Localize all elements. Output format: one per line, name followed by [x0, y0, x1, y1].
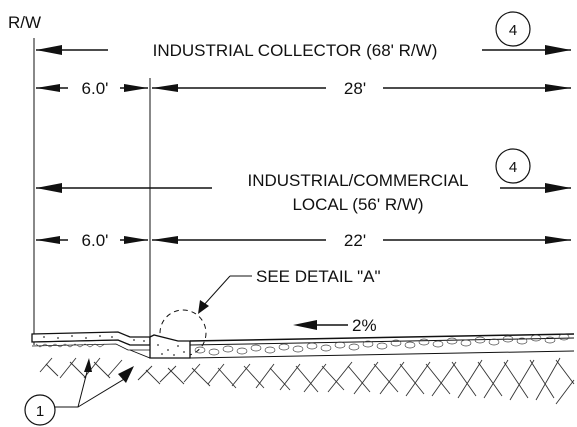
slope-label: 2% [352, 316, 377, 335]
slope-arrow [293, 320, 348, 330]
collector-road-dimension [152, 84, 571, 92]
collector-label: INDUSTRIAL COLLECTOR (68' R/W) [153, 41, 438, 60]
collector-sidewalk-dimension [36, 84, 148, 92]
collector-sidewalk-width: 6.0' [82, 79, 109, 98]
local-label-line2: LOCAL (56' R/W) [292, 195, 423, 214]
sidewalk-section [31, 331, 151, 351]
see-detail-leader [198, 275, 252, 314]
svg-text:4: 4 [509, 22, 517, 39]
collector-dimension [36, 45, 571, 55]
detail-a-circle [159, 309, 207, 357]
svg-text:4: 4 [509, 159, 517, 176]
note-callout-4-top: 4 [495, 11, 531, 47]
rw-label: R/W [8, 13, 41, 32]
local-sidewalk-width: 6.0' [82, 231, 109, 250]
local-label-line1: INDUSTRIAL/COMMERCIAL [247, 171, 468, 190]
local-road-dimension [152, 236, 571, 244]
note-callout-4-mid: 4 [495, 148, 531, 184]
local-dimension [36, 183, 571, 193]
local-sidewalk-dimension [36, 236, 148, 244]
note-callout-1: 1 [24, 358, 134, 426]
svg-text:1: 1 [36, 403, 44, 420]
see-detail-label: SEE DETAIL "A" [256, 267, 381, 286]
collector-road-width: 28' [344, 79, 366, 98]
local-road-width: 22' [344, 231, 366, 250]
pavement-section [189, 333, 575, 359]
subgrade-hatching [39, 357, 575, 405]
curb-and-gutter [129, 334, 191, 359]
